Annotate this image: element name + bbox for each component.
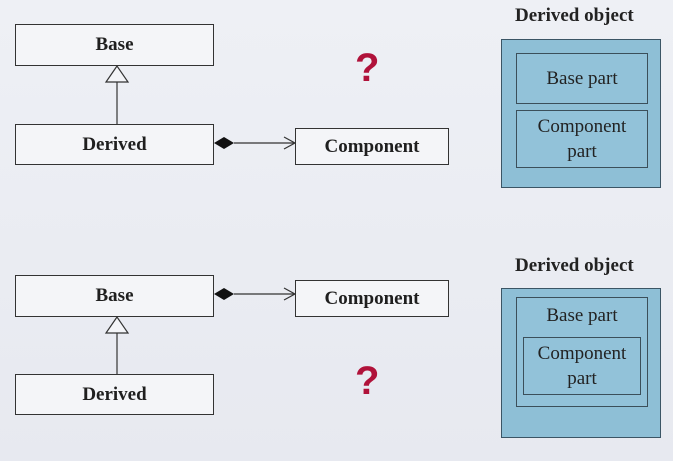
- bottom-question-mark: ?: [355, 359, 380, 403]
- top-component-class: Component: [295, 128, 449, 165]
- bottom-base-part-label: Base part: [546, 305, 618, 326]
- top-base-class: Base: [15, 24, 214, 66]
- bottom-component-class: Component: [295, 280, 449, 317]
- top-component-part: Component part: [516, 110, 648, 168]
- top-base-part: Base part: [516, 53, 648, 104]
- top-composition-diamond: [214, 137, 234, 149]
- bottom-object-title: Derived object: [515, 255, 634, 276]
- bottom-derived-object: Base part Component part: [501, 288, 661, 438]
- bottom-base-class: Base: [15, 275, 214, 317]
- top-question-mark: ?: [355, 46, 380, 90]
- bottom-derived-class: Derived: [15, 374, 214, 415]
- top-derived-object: Base part Component part: [501, 39, 661, 188]
- top-inheritance-arrowhead: [104, 64, 130, 83]
- bottom-composition-diamond: [214, 288, 234, 300]
- top-derived-class: Derived: [15, 124, 214, 165]
- bottom-component-part: Component part: [523, 337, 641, 395]
- bottom-inheritance-arrowhead: [104, 315, 130, 334]
- top-object-title: Derived object: [515, 5, 634, 26]
